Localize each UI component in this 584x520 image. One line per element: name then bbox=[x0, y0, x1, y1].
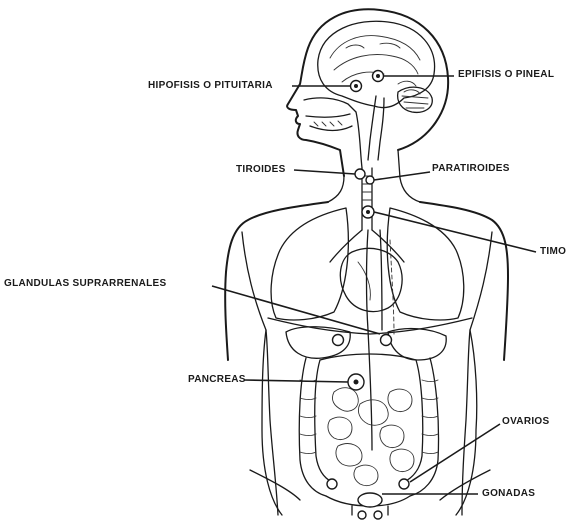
leader-timo bbox=[374, 212, 536, 252]
label-suprarrenales: GLANDULAS SUPRARRENALES bbox=[4, 278, 166, 290]
adrenal-gland-right bbox=[381, 335, 392, 346]
leader-ovarios bbox=[410, 424, 500, 482]
label-paratiroides: PARATIROIDES bbox=[432, 163, 510, 175]
leader-suprarrenales bbox=[212, 286, 380, 334]
label-hipofisis: HIPOFISIS O PITUITARIA bbox=[148, 80, 273, 92]
label-epifisis: EPIFISIS O PINEAL bbox=[458, 69, 554, 81]
head-cavities bbox=[304, 98, 362, 168]
gonads-gland bbox=[358, 493, 382, 507]
adrenal-gland-left bbox=[333, 335, 344, 346]
label-pancreas: PANCREAS bbox=[188, 374, 246, 386]
gonads-testis-right bbox=[374, 511, 382, 519]
head-outline bbox=[287, 9, 448, 178]
label-tiroides: TIROIDES bbox=[236, 164, 286, 176]
label-timo: TIMO bbox=[540, 246, 566, 258]
label-ovarios: OVARIOS bbox=[502, 416, 549, 428]
leader-tiroides bbox=[294, 170, 355, 174]
ovary-left bbox=[327, 479, 337, 489]
leader-pancreas bbox=[244, 380, 348, 382]
thyroid-gland bbox=[355, 169, 365, 179]
label-gonadas: GONADAS bbox=[482, 488, 535, 500]
parathyroid-gland bbox=[366, 176, 374, 184]
ovary-right bbox=[399, 479, 409, 489]
leader-paratiroides bbox=[374, 172, 430, 180]
body-outline bbox=[225, 176, 508, 515]
brain bbox=[318, 21, 435, 160]
abdominal-organs bbox=[250, 327, 490, 515]
leader-lines bbox=[212, 76, 536, 494]
gonads-testis-left bbox=[358, 511, 366, 519]
glands bbox=[327, 71, 409, 520]
